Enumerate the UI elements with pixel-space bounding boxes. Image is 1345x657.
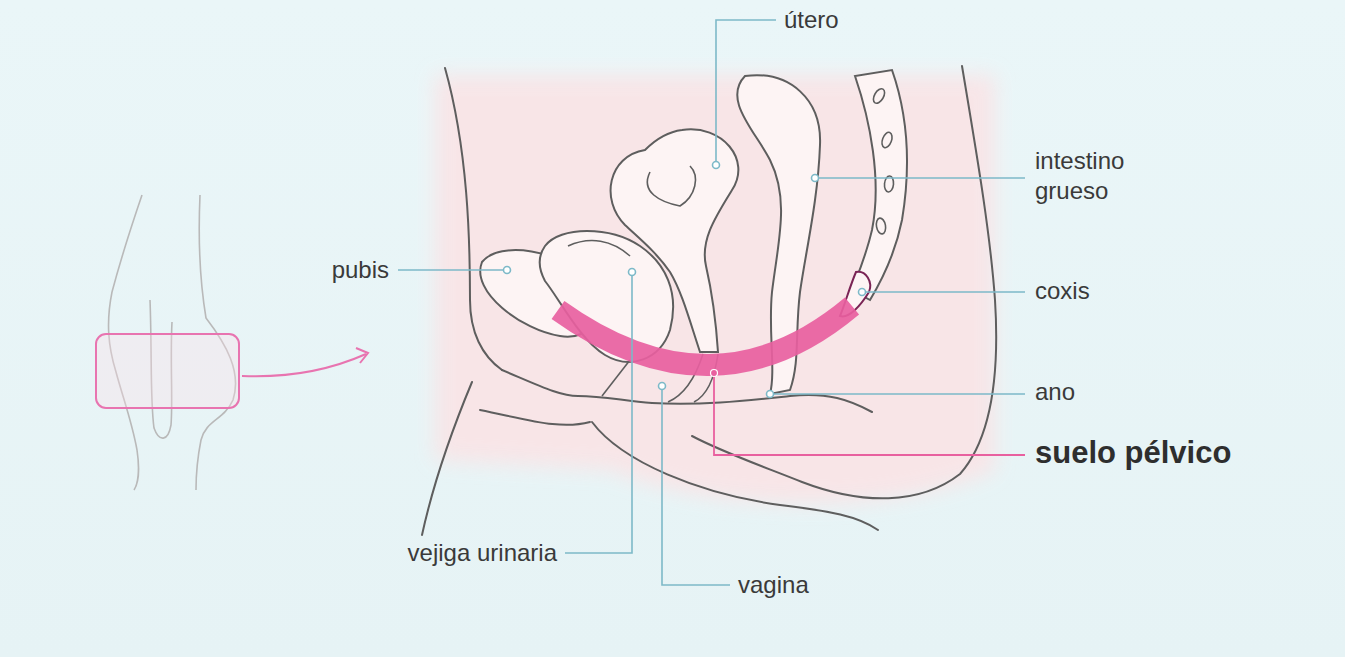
body-tint bbox=[435, 75, 995, 504]
part-label: pubis bbox=[332, 255, 389, 285]
thigh-front bbox=[422, 382, 472, 535]
leader-lines bbox=[398, 20, 1025, 585]
leader-line bbox=[565, 272, 632, 553]
leader-line bbox=[862, 291, 1025, 293]
part-label: coxis bbox=[1035, 276, 1090, 306]
urethra bbox=[602, 360, 630, 396]
abdomen-line bbox=[445, 68, 502, 370]
leader-line bbox=[662, 386, 730, 585]
pelvic-floor-band bbox=[558, 306, 852, 365]
perineum-line bbox=[502, 370, 872, 412]
leader-dot bbox=[812, 175, 819, 182]
leader-dot bbox=[629, 269, 636, 276]
leader-line bbox=[770, 393, 1025, 395]
leader-dot bbox=[767, 391, 774, 398]
zoom-arrow bbox=[242, 354, 366, 376]
organs bbox=[480, 70, 907, 394]
leader-dot-pink bbox=[711, 370, 718, 377]
leader-dot bbox=[859, 289, 866, 296]
leader-line bbox=[815, 177, 1025, 179]
body-outline bbox=[422, 66, 996, 535]
leader-line bbox=[716, 20, 776, 165]
leader-line bbox=[398, 269, 507, 271]
thigh-back bbox=[592, 422, 878, 530]
vertebra bbox=[880, 131, 894, 149]
part-label: ano bbox=[1035, 377, 1075, 407]
part-label: útero bbox=[784, 5, 839, 35]
zoom-box bbox=[96, 334, 239, 408]
groin-line bbox=[480, 410, 590, 425]
leader-line-pink bbox=[714, 373, 1025, 455]
part-label: vagina bbox=[738, 570, 809, 600]
part-label: suelo pélvico bbox=[1035, 435, 1231, 471]
leader-dots bbox=[504, 162, 866, 398]
sacrum bbox=[852, 70, 907, 300]
leader-dot bbox=[713, 162, 720, 169]
buttock-line bbox=[692, 66, 996, 498]
uterus-cavity bbox=[647, 166, 695, 206]
vertebra bbox=[871, 87, 887, 105]
part-label: intestino grueso bbox=[1035, 146, 1175, 206]
zoom-arrow-head bbox=[356, 348, 368, 363]
leader-dot bbox=[504, 267, 511, 274]
bladder-fold bbox=[568, 241, 630, 256]
part-label: vejiga urinaria bbox=[408, 538, 557, 568]
uterus bbox=[611, 129, 739, 352]
leader-dot bbox=[659, 383, 666, 390]
vertebra bbox=[875, 217, 887, 234]
